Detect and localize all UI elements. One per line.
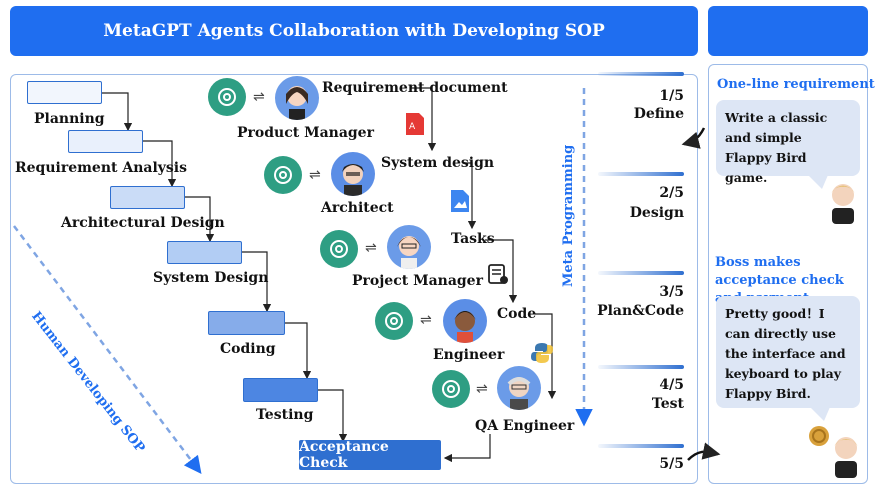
testing-label: Testing bbox=[256, 407, 314, 423]
agent-connector bbox=[443, 434, 491, 463]
stage-2-number: 2/5 bbox=[659, 185, 684, 201]
stage-3-number: 3/5 bbox=[659, 284, 684, 300]
tasks-label: Tasks bbox=[451, 231, 495, 247]
exchange-icon: ⇌ bbox=[253, 89, 265, 105]
engineer-label: Engineer bbox=[433, 347, 505, 363]
product-manager-label: Product Manager bbox=[237, 125, 374, 141]
requirement-bubble: Write a classic and simple Flappy Bird g… bbox=[716, 100, 860, 185]
bubble-tail bbox=[808, 175, 828, 189]
stage-4-number: 4/5 bbox=[659, 377, 684, 393]
agent-connector bbox=[410, 87, 437, 152]
agent-connector bbox=[485, 239, 518, 304]
requirement-document-label: Requirement document bbox=[322, 80, 508, 96]
chatgpt-icon bbox=[375, 302, 413, 340]
engineer-avatar bbox=[443, 299, 487, 343]
stage-bar bbox=[598, 172, 684, 176]
exchange-icon: ⇌ bbox=[309, 167, 321, 183]
testing-box bbox=[243, 378, 318, 402]
meta-programming-label: Meta Programming bbox=[561, 144, 576, 287]
architectural-design-label: Architectural Design bbox=[61, 215, 225, 231]
chatgpt-icon bbox=[320, 230, 358, 268]
pdf-icon: A bbox=[404, 112, 426, 140]
chatgpt-icon bbox=[432, 370, 470, 408]
wf-connector bbox=[318, 389, 348, 443]
requirement-analysis-box bbox=[68, 130, 143, 153]
code-label: Code bbox=[497, 306, 537, 322]
requirement-arrow bbox=[681, 127, 706, 149]
svg-text:A: A bbox=[409, 122, 416, 132]
agent-connector bbox=[535, 313, 557, 400]
boss-avatar bbox=[826, 432, 866, 482]
acceptance-check-box: Acceptance Check bbox=[299, 439, 441, 471]
product-manager-avatar bbox=[275, 76, 319, 120]
delivery-arrow bbox=[687, 442, 721, 461]
agent-connector bbox=[465, 162, 477, 230]
wf-connector bbox=[143, 140, 177, 188]
exchange-icon: ⇌ bbox=[420, 312, 432, 328]
coin-icon bbox=[808, 425, 830, 451]
architect-label: Architect bbox=[321, 200, 394, 216]
stage-bar bbox=[598, 444, 684, 448]
wf-connector bbox=[102, 92, 133, 132]
human-sop-arrow bbox=[13, 225, 202, 474]
stage-bar bbox=[598, 271, 684, 275]
bubble-tail bbox=[810, 407, 830, 421]
stage-2-name: Design bbox=[629, 205, 684, 221]
architect-avatar bbox=[331, 152, 375, 196]
diagram-title: MetaGPT Agents Collaboration with Develo… bbox=[10, 6, 698, 56]
document-icon bbox=[488, 264, 510, 290]
one-line-requirement-title: One-line requirement bbox=[717, 77, 875, 92]
project-manager-avatar bbox=[387, 225, 431, 269]
coding-box bbox=[208, 311, 285, 335]
system-design-label: System Design bbox=[153, 270, 269, 286]
python-icon bbox=[531, 342, 553, 368]
stage-bar bbox=[598, 72, 684, 76]
stage-4-name: Test bbox=[651, 396, 684, 412]
side-header-bar bbox=[708, 6, 868, 56]
chatgpt-icon bbox=[208, 78, 246, 116]
chatgpt-icon bbox=[264, 156, 302, 194]
requirement-analysis-label: Requirement Analysis bbox=[15, 160, 187, 176]
boss-feedback-bubble: Pretty good！I can directly use the inter… bbox=[716, 296, 860, 408]
user-avatar bbox=[822, 178, 864, 228]
exchange-icon: ⇌ bbox=[365, 240, 377, 256]
stage-1-number: 1/5 bbox=[659, 88, 684, 104]
system-design-artifact-label: System design bbox=[381, 155, 495, 171]
exchange-icon: ⇌ bbox=[476, 381, 488, 397]
planning-box bbox=[27, 81, 102, 104]
wf-connector bbox=[185, 196, 215, 243]
wf-connector bbox=[242, 251, 272, 313]
stage-1-name: Define bbox=[633, 106, 684, 122]
coding-label: Coding bbox=[220, 341, 276, 357]
project-manager-label: Project Manager bbox=[352, 273, 483, 289]
system-design-box bbox=[167, 241, 242, 264]
stage-3-name: Plan&Code bbox=[597, 303, 684, 319]
wf-connector bbox=[285, 322, 312, 380]
planning-label: Planning bbox=[34, 111, 105, 127]
stage-5-number: 5/5 bbox=[659, 456, 684, 472]
architectural-design-box bbox=[110, 186, 185, 209]
stage-bar bbox=[598, 365, 684, 369]
qa-engineer-avatar bbox=[497, 366, 541, 410]
image-file-icon bbox=[450, 189, 470, 217]
qa-engineer-label: QA Engineer bbox=[475, 418, 575, 434]
